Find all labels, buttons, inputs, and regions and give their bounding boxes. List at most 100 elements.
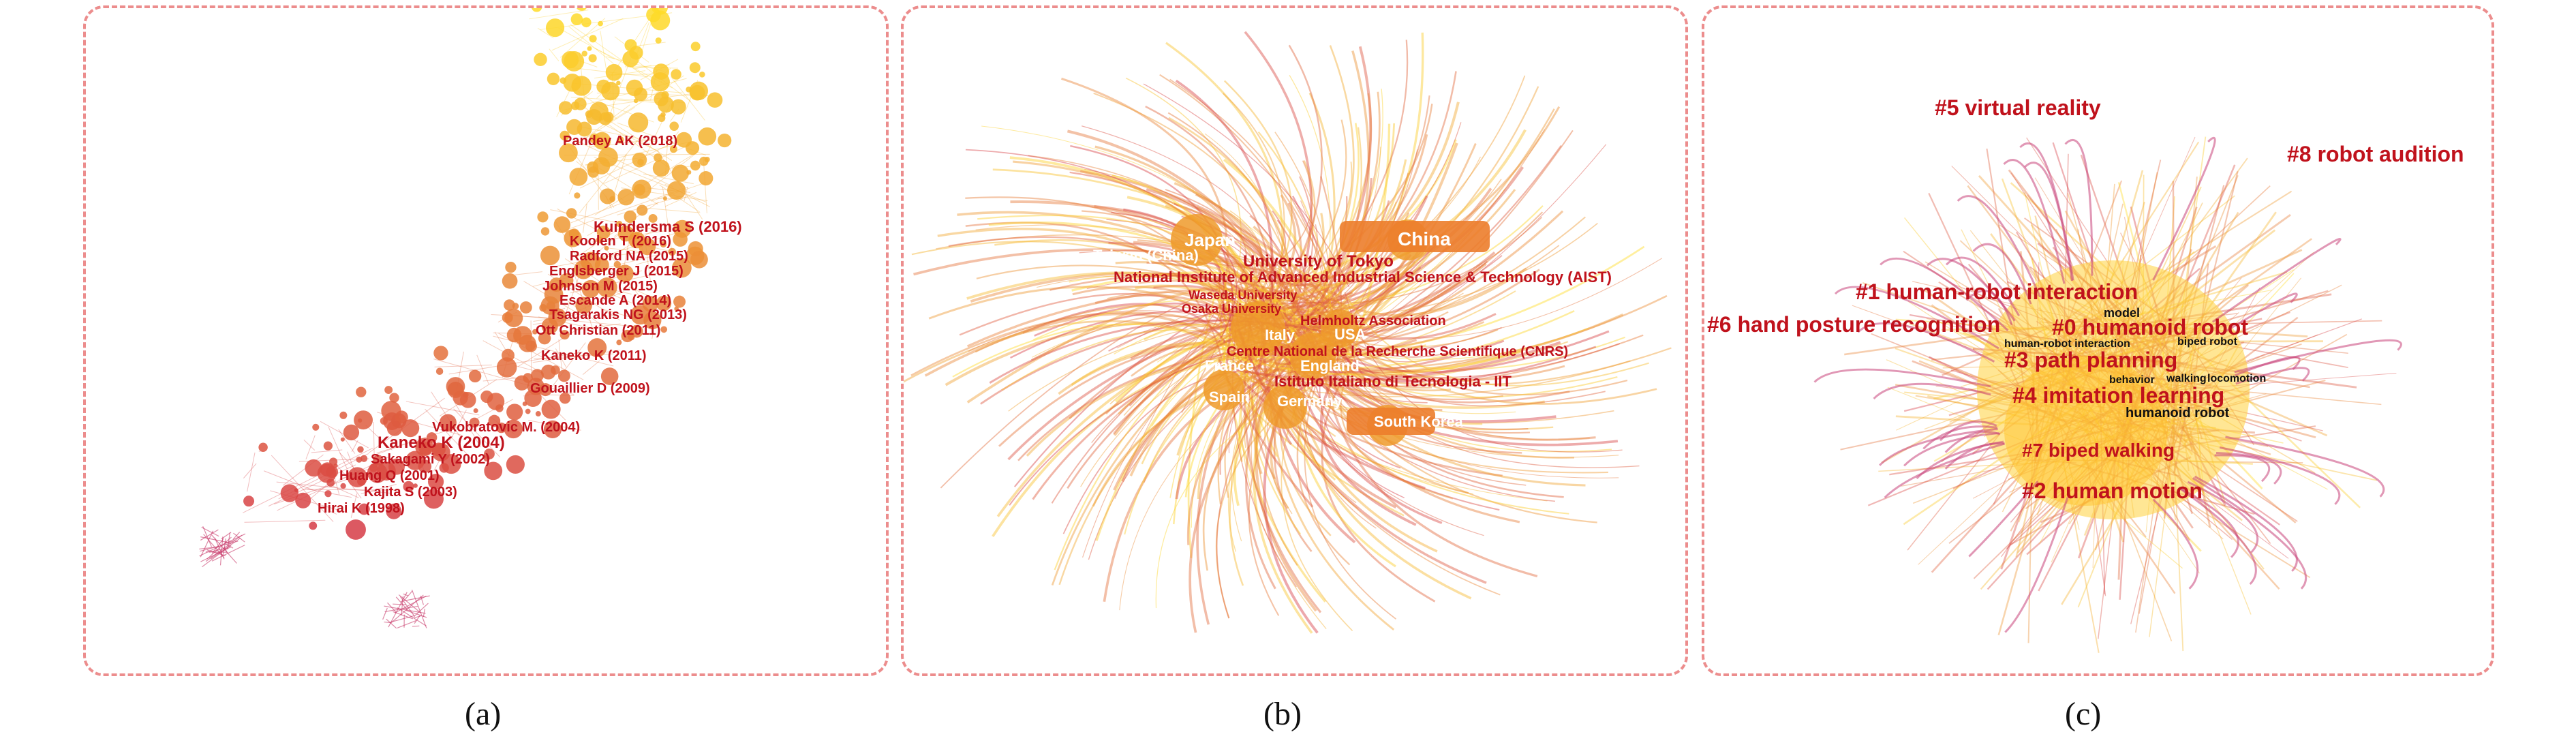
network-edge xyxy=(665,131,679,148)
cluster-edge xyxy=(200,541,239,552)
network-edge xyxy=(305,435,316,460)
network-node xyxy=(707,92,723,108)
network-edge xyxy=(1032,292,1353,500)
network-edge xyxy=(1146,187,1309,331)
network-edge xyxy=(1244,40,1409,364)
network-edge xyxy=(913,248,1349,301)
network-node xyxy=(540,364,556,380)
network-node xyxy=(616,264,634,283)
network-node xyxy=(547,72,560,85)
cluster-label-2: #2 human motion xyxy=(2022,478,2203,503)
network-edge xyxy=(1218,360,1631,397)
network-edge xyxy=(1218,232,1299,302)
network-node xyxy=(427,474,444,490)
network-edge xyxy=(1121,322,1332,482)
node-label-gouaillier: Gouaillier D (2009) xyxy=(530,381,650,396)
network-edge xyxy=(645,207,701,213)
cluster-edge xyxy=(211,545,245,562)
network-edge xyxy=(1133,241,1321,314)
network-edge xyxy=(1094,145,1301,359)
network-edge xyxy=(1195,193,1263,286)
network-edge xyxy=(1292,195,1428,322)
network-edge xyxy=(271,455,334,522)
node-label-iit: Istituto Italiano di Tecnologia - IIT xyxy=(1274,373,1512,390)
network-node xyxy=(418,459,432,473)
network-edge xyxy=(1167,112,1300,335)
network-node xyxy=(624,210,637,224)
cluster-edge xyxy=(200,546,232,562)
network-edge xyxy=(1246,334,1644,388)
network-edge xyxy=(569,104,630,151)
network-node xyxy=(604,245,609,251)
network-node xyxy=(415,438,434,457)
network-edge xyxy=(1072,286,1310,372)
network-node xyxy=(686,170,692,175)
network-node xyxy=(630,324,643,338)
network-edge xyxy=(1010,200,1264,312)
network-node xyxy=(699,71,705,78)
network-node xyxy=(513,326,532,345)
network-node xyxy=(488,414,501,427)
network-node xyxy=(433,346,448,361)
network-edge xyxy=(1279,348,1332,536)
network-node xyxy=(593,132,611,150)
network-node xyxy=(669,121,679,131)
cluster-label-1: #1 human-robot interaction xyxy=(1856,279,2138,304)
network-edge xyxy=(924,312,1225,377)
cluster-edge xyxy=(414,614,421,624)
network-edge xyxy=(1223,80,1293,293)
network-node xyxy=(340,483,346,489)
network-edge xyxy=(476,354,489,385)
network-node xyxy=(502,312,513,323)
network-node xyxy=(384,386,393,395)
network-edge xyxy=(1146,262,1304,361)
network-edge xyxy=(449,394,481,448)
network-edge xyxy=(965,149,1278,329)
network-node xyxy=(439,414,457,431)
network-edge xyxy=(1157,284,1306,363)
network-node xyxy=(559,330,570,340)
network-node xyxy=(323,441,333,451)
node-label-johnson: Johnson M (2015) xyxy=(542,279,658,294)
network-node xyxy=(504,299,515,311)
network-node xyxy=(525,408,531,414)
network-edge xyxy=(579,138,682,189)
cluster-edge xyxy=(393,603,406,605)
network-edge xyxy=(604,93,694,106)
network-node xyxy=(537,211,549,223)
cluster-edge xyxy=(398,594,421,613)
cluster-label-7: #7 biped walking xyxy=(2022,440,2175,461)
network-edge xyxy=(1168,117,1291,299)
network-edge xyxy=(1225,222,1598,318)
network-node xyxy=(356,456,363,463)
network-edge xyxy=(558,339,562,370)
network-edge xyxy=(1344,292,1623,453)
network-edge xyxy=(1218,286,1326,603)
network-node xyxy=(324,490,332,498)
network-node xyxy=(660,326,668,333)
network-edge xyxy=(1084,168,1278,314)
network-edge xyxy=(1131,346,1270,377)
network-edge xyxy=(1276,219,1306,297)
cluster-label-3: #3 path planning xyxy=(2004,348,2178,372)
network-edge xyxy=(965,196,1229,327)
network-edge xyxy=(1291,196,1341,294)
network-edge xyxy=(959,292,1229,336)
network-edge xyxy=(1238,365,1473,495)
network-edge xyxy=(1224,354,1273,498)
arc-edge xyxy=(1834,286,1999,350)
network-edge xyxy=(1225,352,1569,515)
network-node xyxy=(534,52,547,67)
network-node xyxy=(305,459,322,477)
cluster-edge xyxy=(384,605,418,612)
network-edge xyxy=(1320,373,1417,526)
network-edge xyxy=(1247,160,1316,316)
network-node xyxy=(585,110,593,118)
network-edge xyxy=(1094,294,1310,371)
network-edge xyxy=(568,301,610,331)
network-node xyxy=(512,303,519,309)
node-label-kaneko-2004: Kaneko K (2004) xyxy=(378,434,505,452)
network-edge xyxy=(1118,323,1352,415)
network-edge xyxy=(1117,305,1232,349)
network-edge xyxy=(1210,234,1255,311)
